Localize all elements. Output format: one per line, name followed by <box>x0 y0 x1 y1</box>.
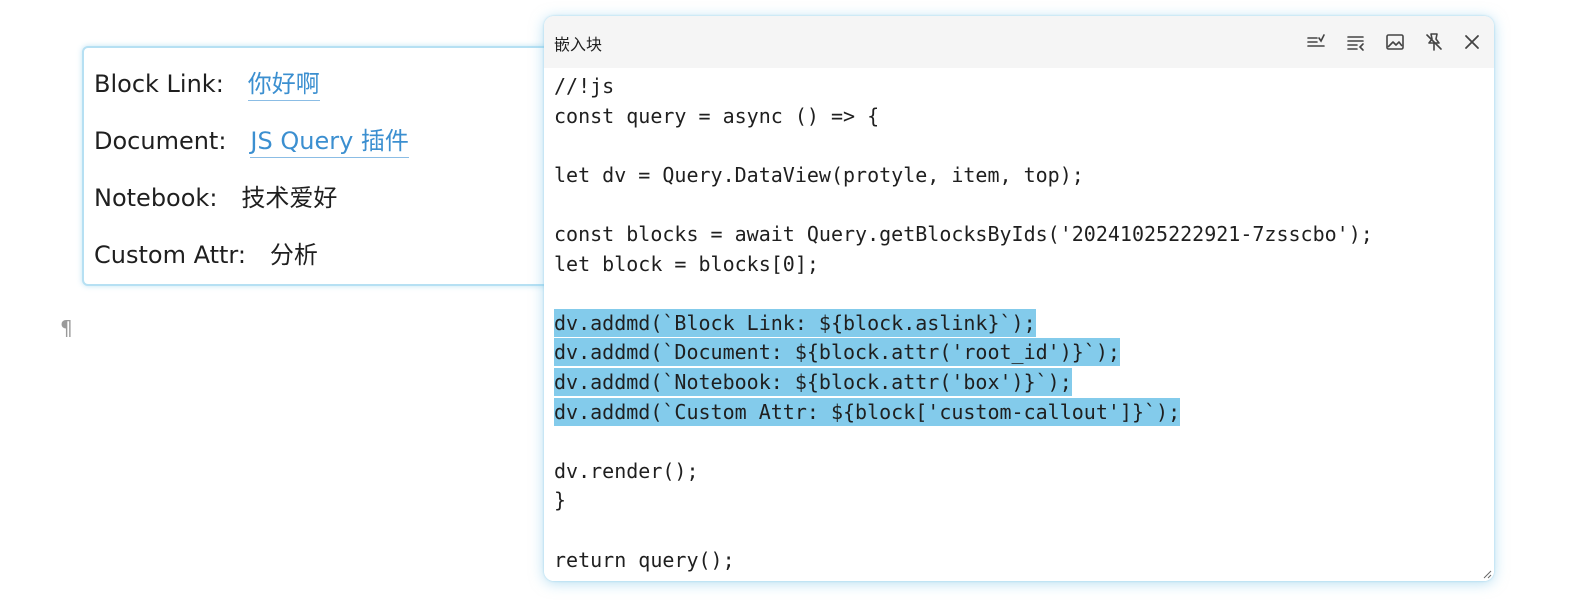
code-line: } <box>554 488 567 513</box>
code-line: let dv = Query.DataView(protyle, item, t… <box>554 162 1084 187</box>
row-block-link: Block Link: 你好啊 <box>94 64 320 101</box>
code-line: dv.render(); <box>554 458 699 483</box>
code-line: let block = blocks[0]; <box>554 251 819 276</box>
code-line: //!js <box>554 74 615 98</box>
close-button[interactable] <box>1460 30 1484 54</box>
editor-title: 嵌入块 <box>554 35 603 54</box>
code-line: dv.addmd(`Document: ${block.attr('root_i… <box>554 338 1120 367</box>
custom-attr-value: 分析 <box>269 241 318 269</box>
paragraph-mark-icon[interactable]: ¶ <box>60 316 73 340</box>
row-label: Notebook: <box>94 184 218 212</box>
update-button[interactable] <box>1304 30 1328 54</box>
embed-code-editor: 嵌入块 <box>544 16 1494 581</box>
code-line: dv.addmd(`Notebook: ${block.attr('box')}… <box>554 368 1072 396</box>
code-line: dv.addmd(`Custom Attr: ${block['custom-c… <box>554 397 1181 426</box>
row-custom-attr: Custom Attr: 分析 <box>94 235 318 270</box>
document-link[interactable]: JS Query 插件 <box>250 121 409 158</box>
code-line: return query(); <box>554 547 735 572</box>
code-line: const query = async () => { <box>554 103 880 128</box>
code-textarea[interactable]: //!js const query = async () => { let dv =… <box>544 68 1494 581</box>
code-line: const blocks = await Query.getBlocksById… <box>554 222 1373 246</box>
code-line: dv.addmd(`Block Link: ${block.aslink}`); <box>554 308 1036 337</box>
unpin-icon <box>1426 33 1442 51</box>
row-notebook: Notebook: 技术爱好 <box>94 178 337 213</box>
refresh-list-icon <box>1347 36 1364 51</box>
row-label: Block Link: <box>94 70 224 98</box>
close-icon <box>1465 35 1479 49</box>
block-link[interactable]: 你好啊 <box>247 64 320 101</box>
image-icon <box>1386 34 1404 50</box>
refresh-button[interactable] <box>1344 30 1368 54</box>
row-label: Custom Attr: <box>94 241 246 269</box>
update-icon <box>1307 34 1325 47</box>
editor-header[interactable]: 嵌入块 <box>544 16 1494 68</box>
notebook-value: 技术爱好 <box>241 184 338 212</box>
unpin-button[interactable] <box>1422 30 1446 54</box>
export-image-button[interactable] <box>1383 30 1407 54</box>
embed-block-result[interactable]: Block Link: 你好啊 Document: JS Query 插件 No… <box>82 46 602 286</box>
resize-handle-icon[interactable] <box>1482 569 1492 579</box>
row-document: Document: JS Query 插件 <box>94 121 409 158</box>
row-label: Document: <box>94 127 227 155</box>
